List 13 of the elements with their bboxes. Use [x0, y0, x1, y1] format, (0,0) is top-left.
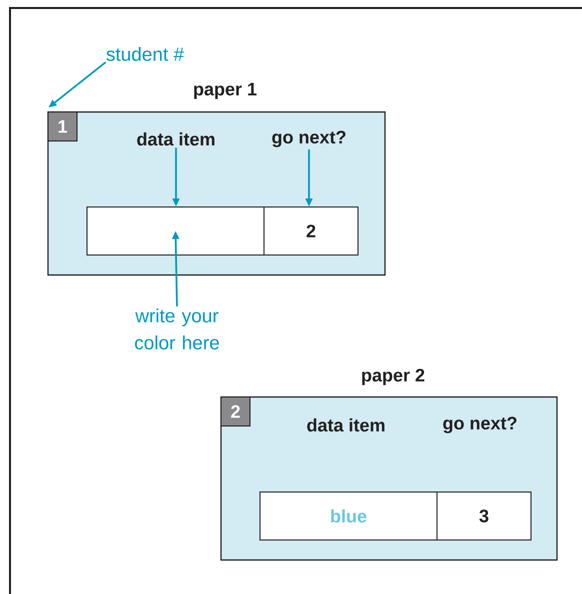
- number-badge: 2: [220, 396, 250, 426]
- column-heading: go next?: [443, 416, 516, 434]
- callout-label: student #: [106, 47, 184, 61]
- column-heading: go next?: [272, 130, 346, 148]
- callout-label: write your color here: [135, 308, 219, 350]
- number-badge: 1: [48, 112, 78, 142]
- column-heading: data item: [307, 418, 384, 432]
- panel-heading: paper 1: [194, 82, 256, 100]
- panel-heading: paper 2: [362, 368, 424, 386]
- table-cell: 3: [436, 492, 532, 540]
- table-cell: 2: [264, 206, 358, 256]
- table-cell: blue: [260, 492, 438, 540]
- column-heading: data item: [137, 132, 214, 146]
